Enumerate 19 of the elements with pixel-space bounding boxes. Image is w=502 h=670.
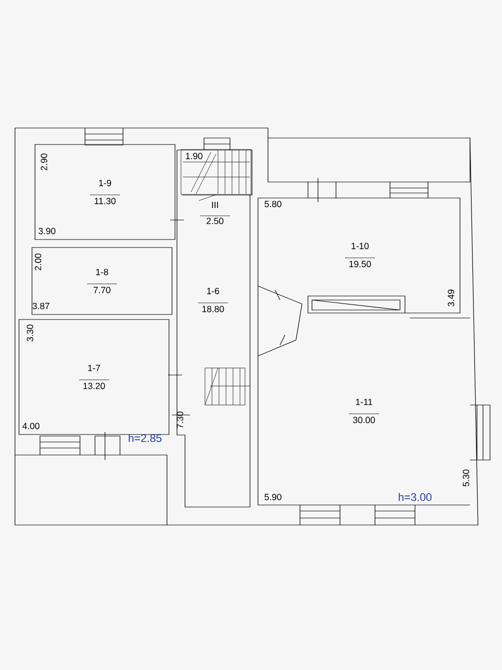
- leader-line: [198, 194, 216, 201]
- room-label: 1-6 18.80: [198, 288, 228, 312]
- staircase-box: [180, 149, 252, 195]
- room-label: 1-11 30.00: [348, 398, 380, 424]
- dimension-label: 3.30: [26, 324, 34, 342]
- room-label: 1-10 19.50: [344, 242, 376, 268]
- dimension-label: 3.87: [32, 302, 50, 310]
- area-label: III 2.50: [200, 202, 230, 224]
- dimension-label: 5.80: [264, 200, 282, 208]
- dimension-label: 2.00: [34, 254, 42, 270]
- height-note: h=3.00: [398, 492, 432, 502]
- dimension-label: 3.90: [38, 228, 56, 234]
- dimension-label: 5.30: [462, 470, 470, 486]
- dimension-label: 1.90: [186, 152, 202, 160]
- dimension-label: 5.90: [264, 494, 282, 500]
- dimension-label: 4.00: [22, 422, 40, 430]
- dimension-label: 3.49: [448, 290, 454, 306]
- dimension-label: 2.90: [40, 154, 48, 170]
- height-note: h=2.85: [128, 434, 162, 442]
